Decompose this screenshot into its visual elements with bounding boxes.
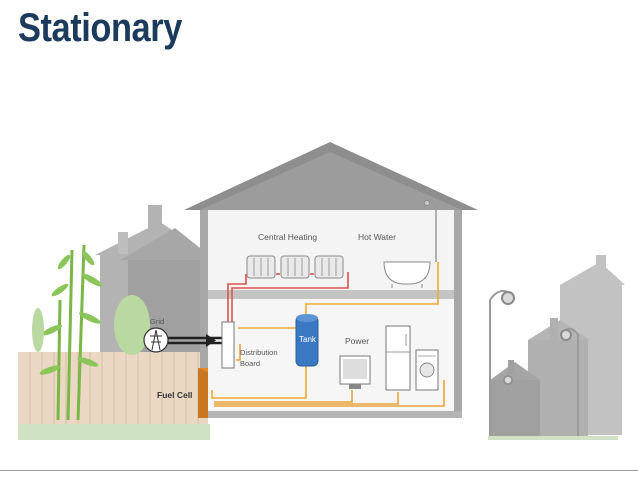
street-lamp-3	[503, 375, 516, 440]
radiators	[246, 255, 344, 279]
hot-water-pipes	[211, 262, 439, 399]
radiator-2	[280, 255, 310, 279]
label-board: Board	[240, 359, 260, 368]
radiator-1	[246, 255, 276, 279]
heating-pipes	[227, 272, 349, 322]
label-grid: Grid	[150, 317, 164, 326]
label-distribution: Distribution	[240, 348, 278, 357]
radiator-3	[314, 255, 344, 279]
ground-strip	[18, 424, 210, 440]
bottom-divider	[0, 470, 638, 471]
house	[184, 142, 478, 418]
fence	[18, 352, 208, 424]
street-lamp-2	[560, 327, 579, 440]
house-floor-divider	[208, 290, 454, 299]
grid-connection	[143, 327, 222, 353]
house-lower-floor	[208, 299, 454, 411]
grid-pylon-icon	[143, 327, 169, 353]
label-central-heating: Central Heating	[258, 232, 317, 242]
slide-title: Stationary	[18, 6, 182, 50]
ground-strip-right	[488, 436, 618, 440]
television	[339, 355, 371, 389]
label-power: Power	[345, 336, 369, 346]
bamboo-leaves	[39, 250, 103, 375]
street-lamp-1	[489, 290, 515, 440]
bathtub	[383, 200, 437, 288]
washing-machine	[415, 349, 439, 391]
hot-water-tank	[295, 314, 319, 367]
power-lines	[214, 344, 445, 407]
shower-head-icon	[424, 200, 430, 206]
refrigerator	[385, 325, 411, 391]
label-hot-water: Hot Water	[358, 232, 396, 242]
neighbour-houses-right	[490, 255, 625, 440]
label-fuel-cell: Fuel Cell	[157, 390, 192, 400]
label-tank: Tank	[299, 335, 317, 344]
distribution-board	[221, 321, 235, 369]
fuel-cell-unit	[198, 368, 208, 418]
background-bushes	[32, 295, 150, 355]
